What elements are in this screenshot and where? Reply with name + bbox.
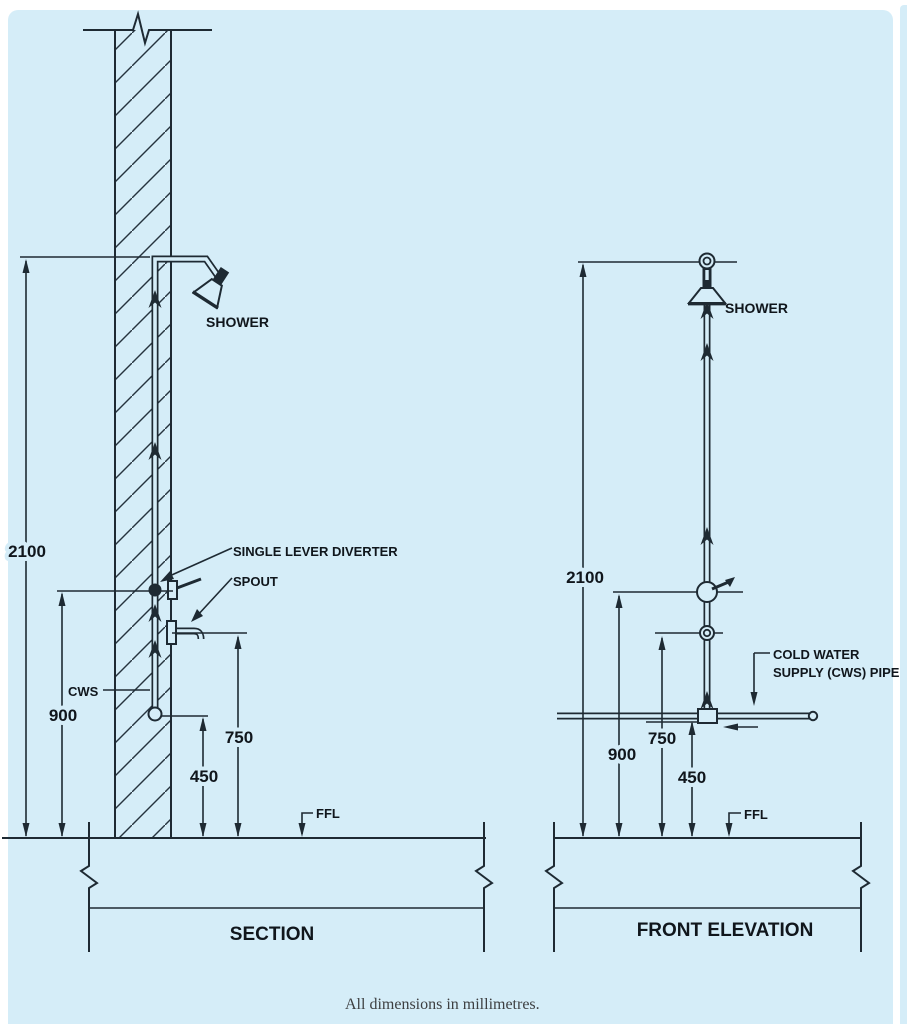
arrow-up-icon — [58, 592, 66, 606]
arrow-down-icon — [234, 823, 242, 837]
tee-fitting — [697, 708, 718, 724]
front-elevation-title: FRONT ELEVATION — [637, 920, 814, 941]
arrow-up-icon — [658, 636, 666, 650]
arrow-up-icon — [579, 263, 587, 277]
dimension-900-section — [58, 592, 66, 837]
break-line — [544, 822, 564, 952]
flow-arrow-icon — [148, 604, 162, 622]
shower-label: SHOWER — [725, 300, 788, 316]
wall-hatch-fill — [116, 30, 170, 838]
diverter-section — [148, 577, 202, 600]
arrow-down-icon — [199, 823, 207, 837]
flow-arrow-icon — [700, 691, 714, 709]
dim-450-value: 450 — [678, 768, 706, 787]
dim-900-value: 900 — [49, 706, 77, 725]
ffl-marker-front — [725, 812, 741, 837]
section-view: SHOWER SINGLE LEVER DIVERTER SPOUT CWS F… — [2, 10, 494, 952]
cws-label: CWS — [68, 684, 99, 699]
cws-pipe-label-line1: COLD WATER — [773, 647, 860, 662]
ffl-label: FFL — [316, 806, 340, 821]
arrow-up-icon — [199, 717, 207, 731]
extension-lines-section — [20, 256, 247, 717]
arrow-down-icon — [298, 823, 306, 837]
cws-pipe-label-line2: SUPPLY (CWS) PIPE — [773, 665, 900, 680]
arrow-down-icon — [615, 823, 623, 837]
arrow-up-icon — [688, 721, 696, 735]
lever-tip — [725, 577, 735, 587]
wall-hatched — [83, 10, 212, 838]
dimension-2100-section — [22, 259, 30, 837]
shower-head-front-icon — [686, 252, 728, 306]
arrow-down-icon — [658, 823, 666, 837]
page-edge-decoration — [900, 5, 907, 1024]
pipe-end-cap — [807, 710, 819, 722]
flow-arrow-icon — [700, 527, 714, 545]
arrow-up-icon — [615, 594, 623, 608]
flow-arrow-icon — [700, 301, 714, 319]
section-frame — [79, 822, 494, 952]
front-elevation-view: SHOWER COLD WATER SUPPLY (CWS) PIPE FFL … — [544, 252, 900, 952]
flow-arrow-icon — [148, 442, 162, 460]
shower-head-icon — [191, 267, 230, 310]
diverter-flange — [167, 580, 178, 600]
shower-label: SHOWER — [206, 314, 269, 330]
spout-front — [699, 625, 715, 641]
arrow-down-icon — [58, 823, 66, 837]
flow-arrow-icon — [700, 343, 714, 361]
dimension-750-section — [234, 635, 242, 837]
diverter-lever — [176, 577, 202, 590]
cws-elbow-section — [147, 706, 163, 722]
dimensions-note: All dimensions in millimetres. — [345, 996, 540, 1013]
wall-top-break-line — [83, 10, 212, 47]
spout-label: SPOUT — [233, 574, 278, 589]
diverter-front — [696, 577, 735, 603]
extension-lines-front — [578, 261, 743, 723]
arrow-up-icon — [22, 259, 30, 273]
diverter-knob — [148, 583, 162, 597]
arrow-up-icon — [234, 635, 242, 649]
arrow-down-icon — [688, 823, 696, 837]
front-frame — [544, 822, 871, 952]
break-line — [79, 822, 99, 952]
arrow-down-icon — [579, 823, 587, 837]
dim-900-value: 900 — [608, 745, 636, 764]
diverter-body — [696, 581, 718, 603]
dimension-900-front — [615, 594, 623, 837]
flow-arrows-front — [700, 301, 714, 709]
break-line — [851, 822, 871, 952]
shower-pipe-section — [151, 255, 223, 712]
dimension-750-front — [658, 636, 666, 837]
leader-cws-pipe — [750, 652, 770, 706]
dim-2100-value: 2100 — [8, 542, 46, 561]
leader-arrow-icon — [160, 571, 174, 582]
dimension-450-section — [199, 717, 207, 837]
ffl-marker-section — [298, 812, 313, 837]
flow-direction-arrow — [723, 723, 758, 731]
flow-arrow-icon — [148, 640, 162, 658]
ffl-label: FFL — [744, 807, 768, 822]
leader-diverter — [160, 547, 233, 582]
leader-arrow-icon — [191, 609, 203, 622]
arrow-left-icon — [723, 723, 738, 731]
dim-2100-value: 2100 — [566, 568, 604, 587]
dim-450-value: 450 — [190, 767, 218, 786]
diverter-label: SINGLE LEVER DIVERTER — [233, 544, 398, 559]
dim-750-value: 750 — [225, 728, 253, 747]
arrow-down-icon — [22, 823, 30, 837]
arrow-down-icon — [750, 692, 758, 706]
flow-arrows-section — [148, 290, 162, 658]
arrow-down-icon — [725, 823, 733, 837]
dimension-450-front — [688, 721, 696, 837]
dim-750-value: 750 — [648, 729, 676, 748]
dimension-2100-front — [579, 263, 587, 837]
cws-pipe-front — [557, 708, 819, 724]
flow-arrow-icon — [148, 290, 162, 308]
leader-spout — [191, 577, 233, 622]
section-title: SECTION — [230, 924, 314, 945]
break-line — [474, 822, 494, 952]
